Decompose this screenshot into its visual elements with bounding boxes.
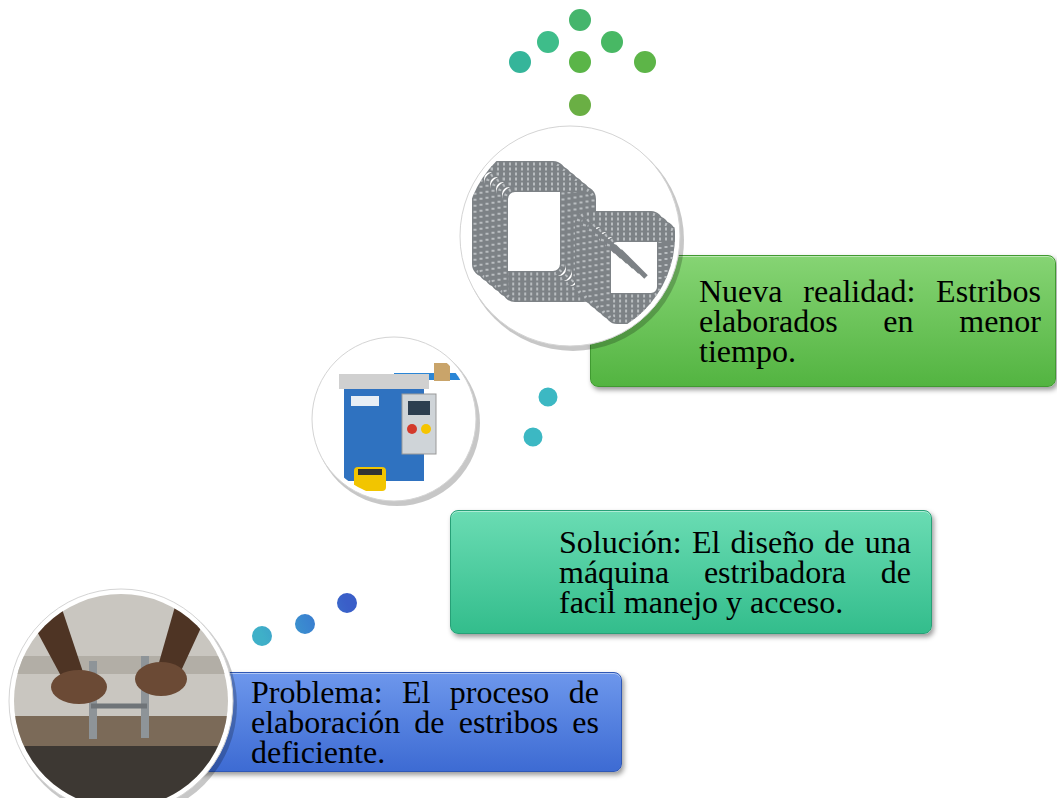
photo-circle [1,581,241,798]
step-box: Problema: El proceso de elaboración de e… [145,672,622,772]
hand [51,670,107,704]
photo-circle [304,329,484,509]
step-box: Nueva realidad: Estribos elaborados en m… [590,255,1056,387]
photo-content [14,594,228,798]
photo-group [312,337,480,506]
photo-circle [452,118,688,354]
arrow-dot [569,9,591,31]
arrow-dot [569,51,591,73]
screen [408,401,430,415]
pedal-top [358,469,382,475]
hand [135,662,187,696]
control-panel [402,394,436,454]
arrow-dot [634,51,656,73]
stirrup-ribs [602,234,684,316]
stirrup-ribs [499,184,587,294]
arrow-dot [569,94,591,116]
table [339,374,429,389]
photo-frame [312,337,476,501]
rebar [91,704,147,709]
stirrup [499,184,587,294]
floor [14,746,228,798]
stirrup-ribs [608,239,690,321]
dotted-connector [255,560,450,672]
step-text: Nueva realidad: Estribos elaborados en m… [699,276,1041,366]
photo-group [460,126,690,351]
photo-content [339,363,471,491]
button [421,424,431,434]
box [434,363,450,381]
photo-group [9,589,237,798]
stirrup [602,234,684,316]
button [407,424,417,434]
logo-plate [351,396,379,406]
arrow-dot [537,31,559,53]
step-box: Solución: El diseño de una máquina estri… [450,510,932,634]
arrow-dot [601,31,623,53]
step-text: Problema: El proceso de elaboración de e… [251,677,599,767]
plank [14,716,228,746]
stirrup-hook [620,251,646,277]
stirrup [608,239,690,321]
dotted-connector [522,387,602,510]
arrow-dot [509,51,531,73]
photo-content [465,131,690,341]
step-text: Solución: El diseño de una máquina estri… [559,527,911,617]
arm [26,606,86,681]
wall-band [14,656,228,674]
pedal [354,467,386,491]
